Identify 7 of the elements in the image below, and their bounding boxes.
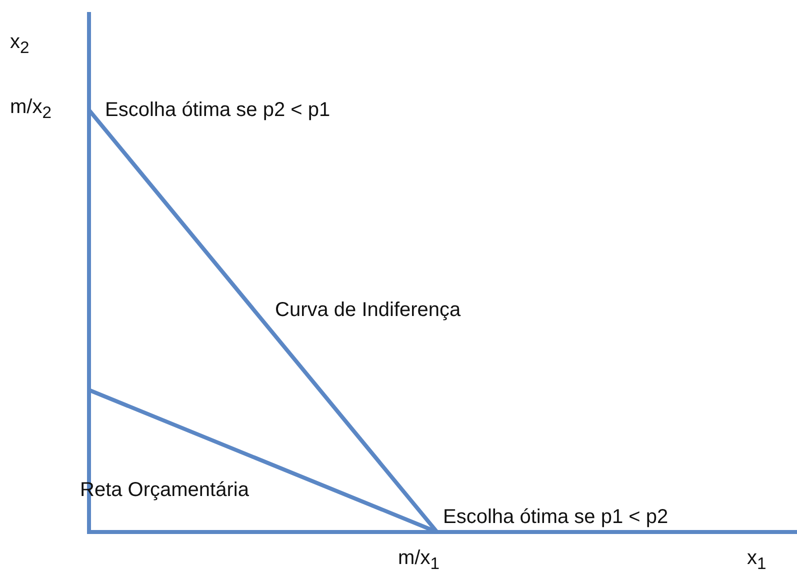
curve-label: Curva de Indiferença bbox=[275, 298, 461, 322]
annotation-label: Escolha ótima se p2 < p1 bbox=[105, 98, 330, 122]
tick-label: m/x$_{1}$ bbox=[398, 546, 440, 575]
axis-label: x$_{2}$ bbox=[10, 30, 30, 59]
tick-label: m/x$_{2}$ bbox=[10, 95, 52, 124]
annotation-label: Escolha ótima se p1 < p2 bbox=[443, 505, 668, 529]
axis-label: x$_{1}$ bbox=[747, 546, 766, 575]
